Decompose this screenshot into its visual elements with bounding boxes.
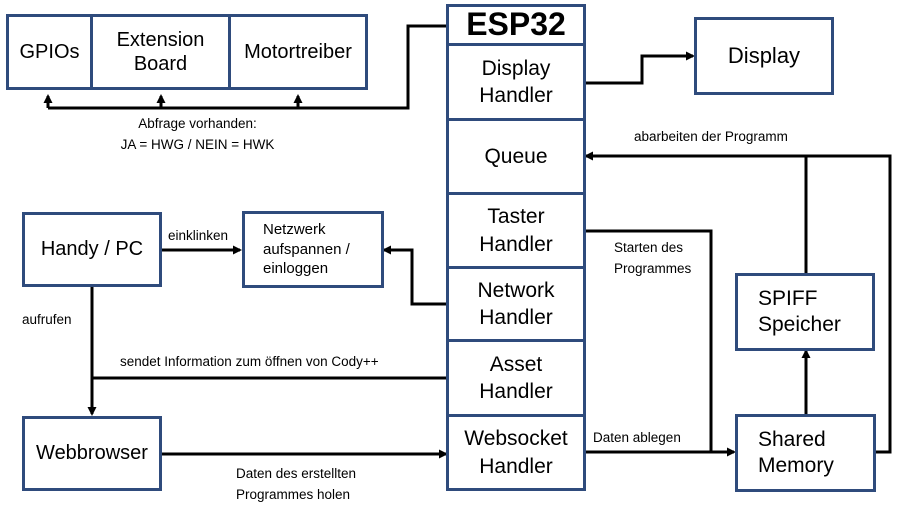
- esp32-to-bus-line: [48, 24, 448, 110]
- shared-memory-label: Shared Memory: [758, 428, 834, 477]
- taster-to-shared-memory-line: [584, 229, 713, 452]
- daten-holen-label: Daten des erstellten Programmes holen: [236, 466, 357, 502]
- motortreiber-label: Motortreiber: [244, 40, 352, 63]
- queue-box: Queue: [446, 118, 586, 195]
- aufrufen-label: aufrufen: [22, 312, 72, 327]
- webbrowser-box: Webbrowser: [22, 416, 162, 491]
- gpios-box: GPIOs: [6, 14, 93, 90]
- asset-handler-box: Asset Handler: [446, 339, 586, 417]
- shared-memory-box: Shared Memory: [735, 414, 876, 492]
- extension-board-box: Extension Board: [90, 14, 231, 90]
- network-handler-to-netzwerk-arrow: [382, 245, 448, 306]
- network-handler-box: Network Handler: [446, 266, 586, 342]
- netzwerk-box: Netzwerk aufspannen / einloggen: [242, 211, 384, 288]
- abfrage-label: Abfrage vorhanden: JA = HWG / NEIN = HWK: [120, 116, 275, 152]
- gpios-label: GPIOs: [19, 40, 80, 63]
- daten-ablegen-label: Daten ablegen: [593, 430, 681, 445]
- handy-pc-box: Handy / PC: [22, 212, 162, 287]
- display-box: Display: [694, 17, 834, 95]
- asset-handler-label: Asset Handler: [479, 352, 553, 403]
- esp32-title-text: ESP32: [466, 6, 566, 43]
- esp32-title: ESP32: [446, 4, 586, 46]
- extension-board-label: Extension Board: [116, 28, 205, 75]
- display-handler-label: Display Handler: [479, 56, 553, 107]
- websocket-handler-box: Websocket Handler: [446, 414, 586, 491]
- shared-memory-to-queue-arrow: [584, 151, 892, 454]
- taster-handler-label: Taster Handler: [479, 205, 553, 256]
- starten-label: Starten des Programmes: [614, 240, 692, 276]
- queue-label: Queue: [484, 144, 548, 168]
- sendet-label: sendet Information zum öffnen von Cody++: [120, 354, 379, 369]
- webbrowser-label: Webbrowser: [36, 442, 148, 465]
- netzwerk-label: Netzwerk aufspannen / einloggen: [263, 221, 350, 278]
- spiff-speicher-box: SPIFF Speicher: [735, 273, 875, 351]
- handy-pc-label: Handy / PC: [40, 238, 144, 261]
- einklinken-label: einklinken: [168, 228, 229, 243]
- display-handler-to-display-arrow: [584, 51, 695, 85]
- network-handler-label: Network Handler: [477, 278, 555, 329]
- display-handler-box: Display Handler: [446, 43, 586, 121]
- display-label: Display: [727, 42, 801, 68]
- abarbeiten-label: abarbeiten der Programm: [634, 129, 788, 144]
- spiff-speicher-label: SPIFF Speicher: [758, 287, 841, 336]
- motortreiber-box: Motortreiber: [228, 14, 368, 90]
- taster-handler-box: Taster Handler: [446, 192, 586, 269]
- websocket-handler-label: Websocket Handler: [464, 427, 568, 478]
